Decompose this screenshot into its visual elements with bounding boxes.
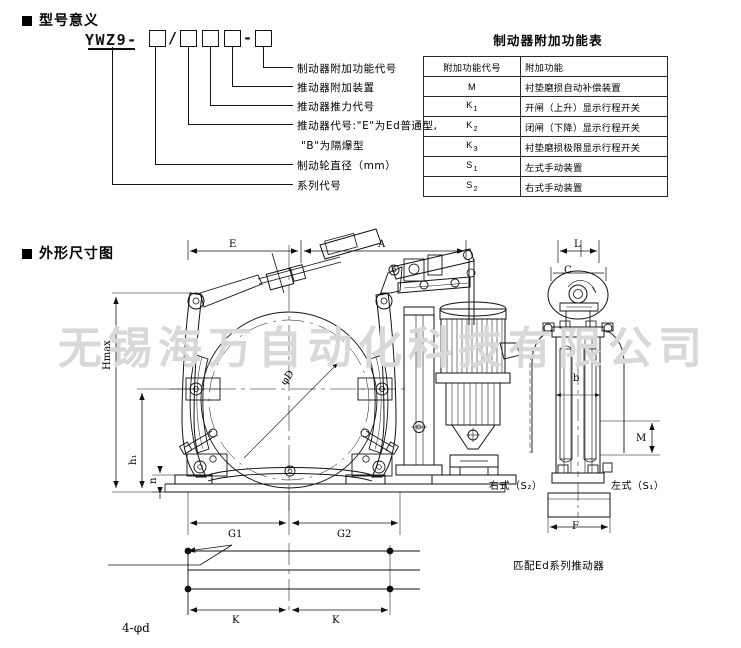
dim-label-K-left: K [232,615,240,626]
table-cell-desc: 开闸（上升）显示行程开关 [520,96,668,117]
model-code-dash: - [243,29,253,47]
model-code-diagram: YWZ9- / - 制动器附加功能代号 推动器附加装置 推动器推力代号 [85,28,437,192]
model-code-underline [88,48,135,50]
model-code-box-1 [149,30,166,47]
leader-line-h-3 [210,105,293,107]
leader-line-v-3 [210,47,212,106]
table-cell-desc: 闭闸（下降）显示行程开关 [520,116,668,137]
company-watermark: 无锡海万自动化科技有限公司 [58,323,708,374]
dim-label-E: E [229,239,237,250]
table-cell-code: S1 [423,156,521,177]
label-right-type: 右式（S₂） [489,481,543,492]
dim-label-C: C [564,265,572,276]
leader-line-v-1 [263,47,265,68]
model-code-slash: / [168,29,178,47]
dim-label-G1: G1 [228,529,243,540]
table-cell-desc: 衬垫磨损极限显示行程开关 [520,136,668,157]
table-cell-code: K2 [423,116,521,137]
leader-line-h-2 [232,86,293,88]
dim-label-hole-callout: 4-φd [122,621,150,635]
section-title-text: 型号意义 [39,12,99,28]
leader-line-v-2 [232,47,234,87]
leader-line-v-5 [155,47,157,165]
table-cell-desc: 右式手动装置 [520,176,668,197]
table-header-code: 附加功能代号 [423,56,521,77]
dim-label-L: L [574,239,581,250]
section-heading-model-meaning: 型号意义 [22,10,99,30]
leader-line-v-6 [112,47,114,185]
outline-dimension-drawing [108,228,660,615]
dim-label-F: F [572,521,579,532]
model-code-box-5 [255,30,272,47]
legend-label-6: 系列代号 [297,180,342,192]
table-header-desc: 附加功能 [520,56,668,77]
model-code-box-2 [180,30,197,47]
dim-label-A: A [378,239,386,250]
model-code-box-3 [202,30,219,47]
label-pusher-note: 匹配Ed系列推动器 [513,560,605,572]
model-code-box-4 [224,30,241,47]
legend-label-3: 推动器代号:"E"为Ed普通型, [297,120,438,132]
section-title-text-2: 外形尺寸图 [39,245,114,261]
bullet-square-icon-2 [22,249,32,259]
table-cell-code: K1 [423,96,521,117]
legend-label-5: 制动轮直径（mm） [297,160,397,172]
table-cell-code: K3 [423,136,521,157]
leader-line-v-4 [188,47,190,125]
table-cell-desc: 衬垫磨损自动补偿装置 [520,76,668,97]
model-code-prefix: YWZ9- [85,31,138,49]
legend-label-0: 制动器附加功能代号 [297,63,397,75]
dim-label-b: b [573,373,580,384]
leader-line-h-1 [263,67,293,69]
table-title: 制动器附加功能表 [493,34,603,48]
section-heading-outline-dim: 外形尺寸图 [22,243,114,263]
leader-line-h-5 [155,164,293,166]
dim-label-M: M [636,433,647,444]
dim-label-K-right: K [332,615,340,626]
legend-label-2: 推动器推力代号 [297,101,375,113]
table-cell-code: M [423,76,521,97]
table-header-row: 附加功能代号附加功能 [423,56,668,77]
table-cell-code: S2 [423,176,521,197]
dim-label-h1: h₁ [128,454,139,465]
leader-line-h-4 [188,124,293,126]
dim-label-n: n [148,477,159,484]
label-left-type: 左式（S₁） [611,481,665,492]
leader-line-h-6 [112,184,293,186]
bullet-square-icon [22,16,32,26]
legend-label-1: 推动器附加装置 [297,82,375,94]
dim-label-G2: G2 [337,529,352,540]
legend-label-4: "B"为隔爆型 [301,140,365,152]
table-cell-desc: 左式手动装置 [520,156,668,177]
